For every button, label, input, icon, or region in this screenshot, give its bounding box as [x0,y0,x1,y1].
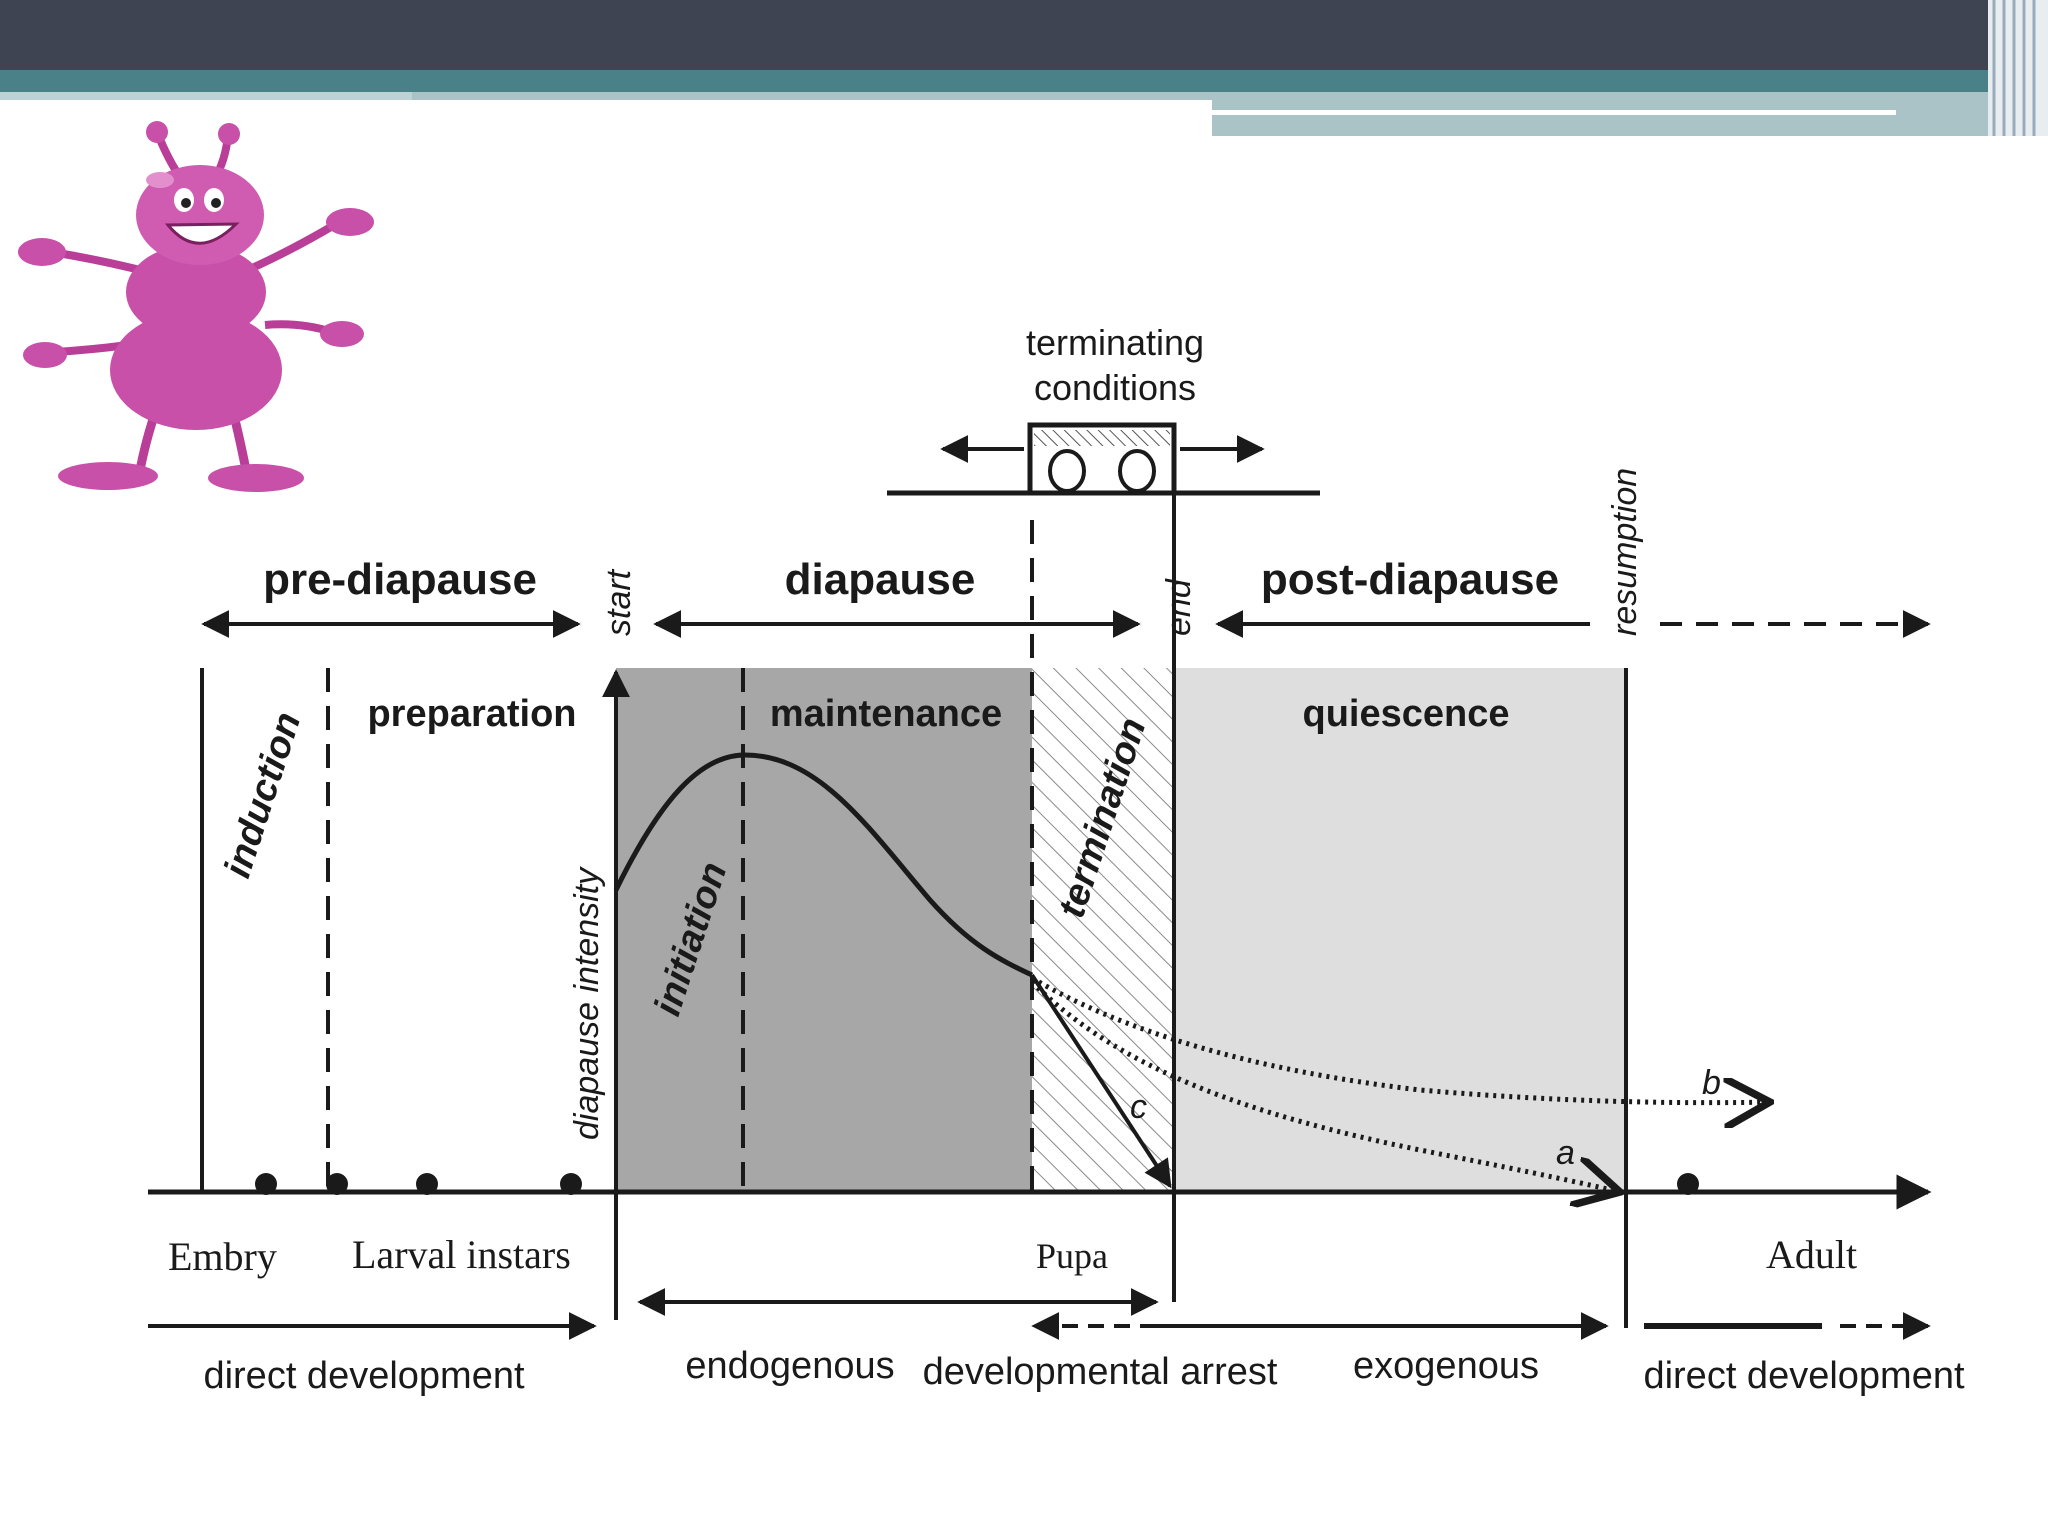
diapause-intensity-curve [613,752,1034,978]
curve-b-label: b [1702,1064,1721,1102]
post-diapause-label: post-diapause [1261,555,1559,604]
terminating-label-line2: conditions [1034,367,1196,408]
header-dark-bar [0,0,2048,70]
header-light-strip-mid [412,92,1212,100]
developmental-arrest-label: developmental arrest [923,1351,1278,1393]
stage-dot [416,1173,438,1195]
diapause-label: diapause [785,555,976,604]
induction-label: induction [217,707,310,883]
termination-hatched-region [1032,668,1174,1192]
stage-larval-instars: Larval instars [352,1232,571,1277]
header-light-strip-left [0,92,412,100]
stage-dot [255,1173,277,1195]
header-edge-lines [1988,0,2048,136]
maintenance-label: maintenance [770,693,1002,735]
quiescence-label: quiescence [1303,693,1510,735]
endogenous-label: endogenous [685,1345,894,1387]
terminating-label-line1: terminating [1026,322,1204,363]
curve-a-label: a [1556,1134,1575,1172]
pink-ant-mascot-icon [18,121,374,492]
direct-development-left-label: direct development [203,1355,525,1397]
stage-embry: Embry [168,1234,277,1279]
resumption-label: resumption [1606,468,1644,636]
end-label: end [1160,578,1198,636]
stage-dot [560,1173,582,1195]
header-white-line [1212,110,1896,115]
stage-adult: Adult [1766,1232,1857,1277]
header-accent-bar [0,70,2048,92]
curve-b-dotted [1030,975,1770,1103]
start-label: start [600,568,638,636]
preparation-label: preparation [367,693,576,735]
stage-dot [1677,1173,1699,1195]
diapause-diagram: terminating conditions pre-diapause diap… [148,322,1965,1397]
curve-c-label: c [1130,1088,1147,1126]
terminating-conditions-symbol [887,422,1320,496]
quiescence-shaded-region [1174,668,1626,1192]
curve-c-arrow [1030,973,1172,1189]
diapause-intensity-label: diapause intensity [568,866,606,1140]
exogenous-label: exogenous [1353,1345,1539,1387]
slide-header [0,0,2048,136]
stage-dot [326,1173,348,1195]
pre-diapause-label: pre-diapause [263,555,537,604]
stage-pupa: Pupa [1036,1236,1108,1276]
direct-development-right-label: direct development [1643,1355,1965,1397]
